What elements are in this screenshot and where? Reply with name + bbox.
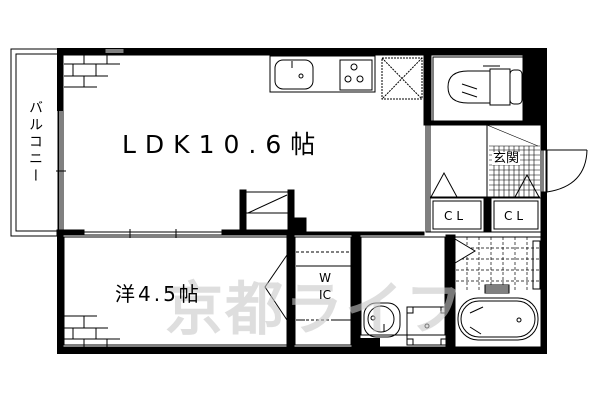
- washroom: [360, 236, 448, 346]
- bathroom: [454, 236, 542, 348]
- room-label-entrance: 玄関: [492, 151, 521, 166]
- room-label-western: 洋4.5帖: [115, 282, 202, 306]
- bricks-bedroom: [63, 236, 288, 347]
- toilet-room: [430, 54, 542, 126]
- room-label-closet-2: CL: [504, 209, 528, 223]
- door-swing-marker: [430, 171, 458, 198]
- room-label-ldk: LDK10.6帖: [122, 130, 325, 159]
- washbasin: [363, 302, 401, 338]
- balcony: [10, 48, 59, 237]
- kitchen-counter: [269, 55, 376, 93]
- wic: [264, 236, 352, 346]
- room-label-balcony: バルコニー: [27, 100, 43, 185]
- room-label-closet-1: CL: [444, 209, 468, 223]
- bathtub: [457, 297, 539, 341]
- stove: [339, 59, 373, 91]
- sink: [274, 59, 314, 90]
- refrigerator-space: [381, 57, 423, 100]
- outer-walls: [57, 48, 547, 354]
- washing-machine-space: [406, 306, 448, 346]
- closets: [429, 197, 542, 233]
- entrance-door[interactable]: [540, 149, 588, 193]
- bricks-ldk: [64, 55, 120, 88]
- stairs-storage: [239, 189, 307, 236]
- room-label-wic: WIC: [319, 271, 331, 302]
- watermark: 京都ライフ: [165, 275, 466, 343]
